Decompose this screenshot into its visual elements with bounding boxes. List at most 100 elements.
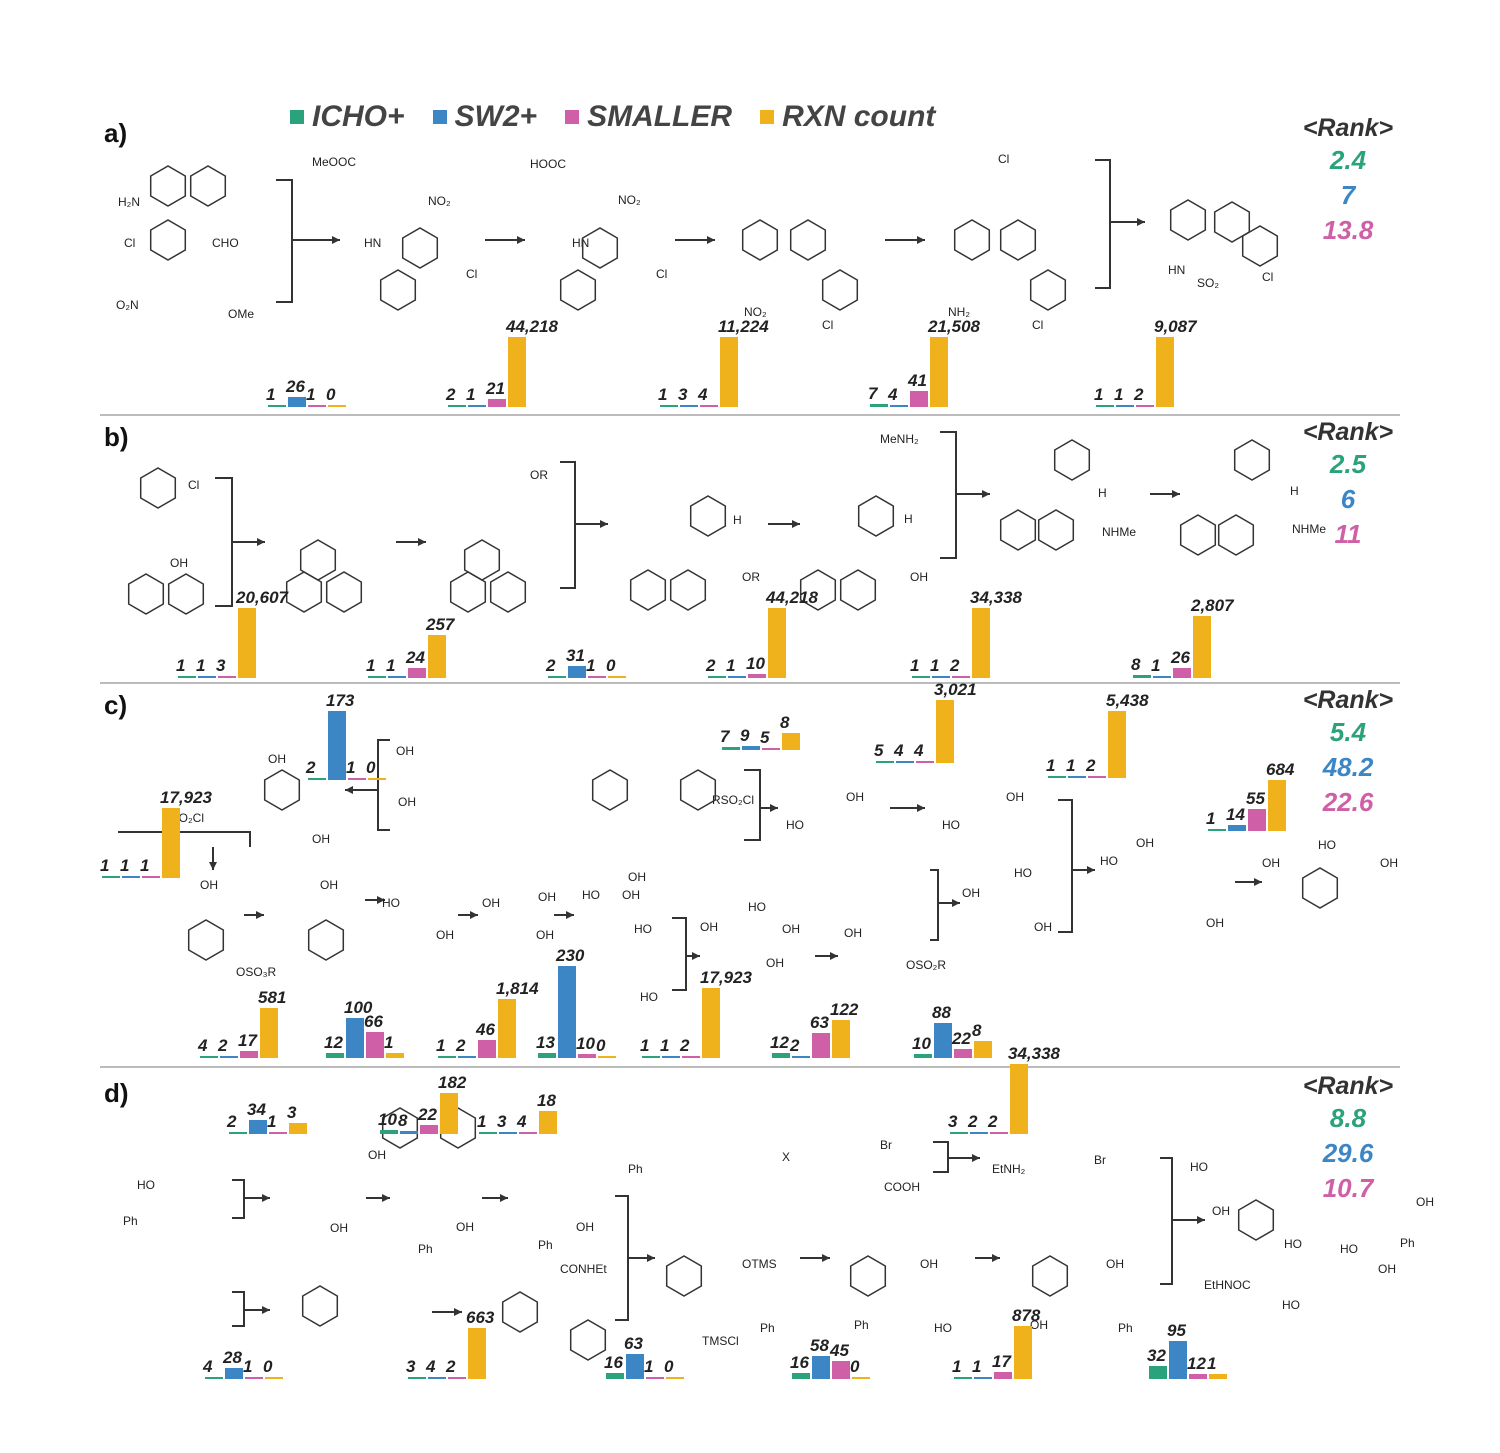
rank-header: <Rank>: [1302, 418, 1394, 446]
bar-smaller: [245, 1377, 263, 1379]
bar-value-label: 0: [664, 1357, 674, 1376]
atom-label: OR: [742, 570, 760, 584]
bar-value-label: 5: [874, 741, 884, 760]
bar-value-label: 20,607: [236, 588, 288, 607]
bar-value-label: 26: [1171, 647, 1190, 667]
bar-sw2: [890, 405, 908, 407]
ring-bond: [741, 219, 779, 261]
rank-icho: 2.4: [1329, 145, 1367, 175]
atom-label: H: [1290, 484, 1299, 498]
bar-value-label: 44,218: [506, 317, 558, 336]
bar-sw2: [896, 761, 914, 763]
bar-sw2: [568, 665, 586, 678]
ring-bond: [401, 227, 439, 269]
bar-rxn: [386, 1052, 404, 1058]
ring-bond: [665, 1255, 703, 1297]
bar-smaller: [1189, 1374, 1207, 1379]
bar-value-label: 4: [894, 741, 904, 760]
bar-value-label: 684: [1266, 759, 1295, 779]
atom-label: HO: [137, 1178, 155, 1192]
bar-value-label: 9,087: [1154, 317, 1197, 336]
bar-value-label: 3: [948, 1112, 958, 1131]
bar-rxn: [720, 337, 738, 407]
bar-value-label: 34,338: [1008, 1044, 1060, 1063]
legend-swatch-sw2: [432, 110, 447, 124]
bar-value-label: 1: [586, 656, 596, 675]
ring-bond: [1029, 269, 1067, 311]
bar-icho: [912, 676, 930, 678]
bar-value-label: 45: [830, 1341, 849, 1360]
bar-icho: [438, 1056, 456, 1058]
bar-rxn: [1209, 1373, 1227, 1379]
rank-header: <Rank>: [1302, 1072, 1394, 1100]
bar-value-label: 2: [546, 656, 556, 675]
bar-value-label: 16: [604, 1352, 623, 1372]
bar-smaller: [910, 390, 928, 407]
bar-value-label: 1: [660, 1036, 670, 1055]
bar-rxn: [265, 1377, 283, 1379]
atom-label: HO: [786, 818, 804, 832]
bar-sw2: [1228, 825, 1246, 831]
bar-sw2: [499, 1132, 517, 1134]
bar-sw2: [974, 1377, 992, 1379]
bar-rxn: [598, 1056, 616, 1058]
bar-value-label: 4: [914, 741, 924, 760]
bar-value-label: 1,814: [496, 979, 539, 999]
bar-value-label: 63: [624, 1333, 643, 1353]
ring-bond: [489, 571, 527, 613]
rank-smaller: 11: [1334, 519, 1362, 549]
bar-sw2: [468, 405, 486, 407]
ring-bond: [167, 573, 205, 615]
atom-label: Ph: [123, 1214, 138, 1228]
panel-label-a: a): [104, 118, 128, 148]
legend-swatch-icho: [290, 110, 304, 124]
bar-value-label: 1: [910, 656, 920, 675]
bar-value-label: 1: [930, 656, 940, 675]
bar-value-label: 88: [932, 1002, 951, 1022]
bar-sw2: [662, 1056, 680, 1058]
atom-label: EtNH₂: [992, 1162, 1026, 1176]
atom-label: HO: [634, 922, 652, 936]
bar-icho: [772, 1053, 790, 1058]
atom-label: OTMS: [742, 1257, 777, 1271]
bar-rxn: [782, 732, 800, 750]
bar-value-label: 1: [972, 1357, 982, 1376]
rank-sw2: 6: [1340, 484, 1356, 514]
bar-value-label: 44,218: [766, 588, 818, 607]
ring-bond: [689, 495, 727, 537]
bar-sw2: [225, 1367, 243, 1379]
bar-rxn: [768, 608, 786, 678]
legend-label-sw2: SW2+: [454, 100, 538, 133]
rank-icho: 8.8: [1329, 1103, 1367, 1133]
atom-label: NHMe: [1292, 522, 1327, 536]
atom-label: OH: [436, 928, 454, 942]
bar-value-label: 16: [790, 1352, 809, 1372]
bar-smaller: [448, 1377, 466, 1379]
bar-icho: [954, 1377, 972, 1379]
bar-value-label: 1: [306, 385, 316, 404]
bar-icho: [1048, 776, 1066, 778]
bar-icho: [708, 676, 726, 678]
bar-value-label: 3: [287, 1103, 297, 1123]
bar-value-label: 10: [378, 1110, 397, 1129]
bar-smaller: [218, 676, 236, 678]
bar-value-label: 1: [140, 856, 150, 875]
bar-smaller: [682, 1056, 700, 1058]
ring-bond: [139, 467, 177, 509]
bar-value-label: 3: [678, 385, 688, 404]
rank-block-c: <Rank> 5.4 48.2 22.6: [1288, 686, 1408, 820]
ring-bond: [1241, 225, 1279, 267]
atom-label: Cl: [656, 267, 668, 281]
legend-label-icho: ICHO+: [312, 100, 405, 133]
bar-smaller: [366, 1031, 384, 1058]
legend-item-smaller: SMALLER: [565, 100, 732, 134]
bar-icho: [660, 405, 678, 407]
bar-rxn: [440, 1093, 458, 1134]
bar-rxn: [852, 1377, 870, 1379]
atom-label: HO: [640, 990, 658, 1004]
bar-icho: [642, 1056, 660, 1058]
bar-sw2: [558, 966, 576, 1058]
bar-smaller: [488, 398, 506, 407]
bar-smaller: [1248, 809, 1266, 831]
bar-value-label: 173: [326, 690, 355, 710]
